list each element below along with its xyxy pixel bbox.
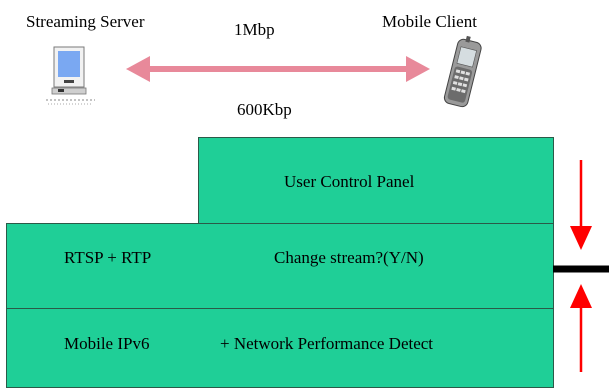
bandwidth-low-label: 600Kbp — [237, 100, 292, 119]
rtsp-rtp-label: RTSP + RTP — [64, 248, 152, 267]
mobile-client-label: Mobile Client — [382, 12, 477, 31]
change-stream-label: Change stream?(Y/N) — [274, 248, 424, 267]
mobile-ipv6-label: Mobile IPv6 — [64, 334, 150, 353]
bidirectional-arrow-icon — [126, 56, 430, 82]
computer-icon — [46, 46, 95, 105]
threshold-arrows-icon — [553, 160, 609, 372]
user-control-panel-layer — [198, 137, 554, 224]
network-performance-label: + Network Performance Detect — [220, 334, 434, 353]
bandwidth-high-label: 1Mbp — [234, 20, 275, 39]
user-control-panel-label: User Control Panel — [284, 172, 415, 191]
mobile-ipv6-layer — [6, 308, 554, 388]
rtsp-rtp-layer — [6, 223, 554, 309]
streaming-server-label: Streaming Server — [26, 12, 145, 31]
mobile-phone-icon — [443, 35, 482, 108]
